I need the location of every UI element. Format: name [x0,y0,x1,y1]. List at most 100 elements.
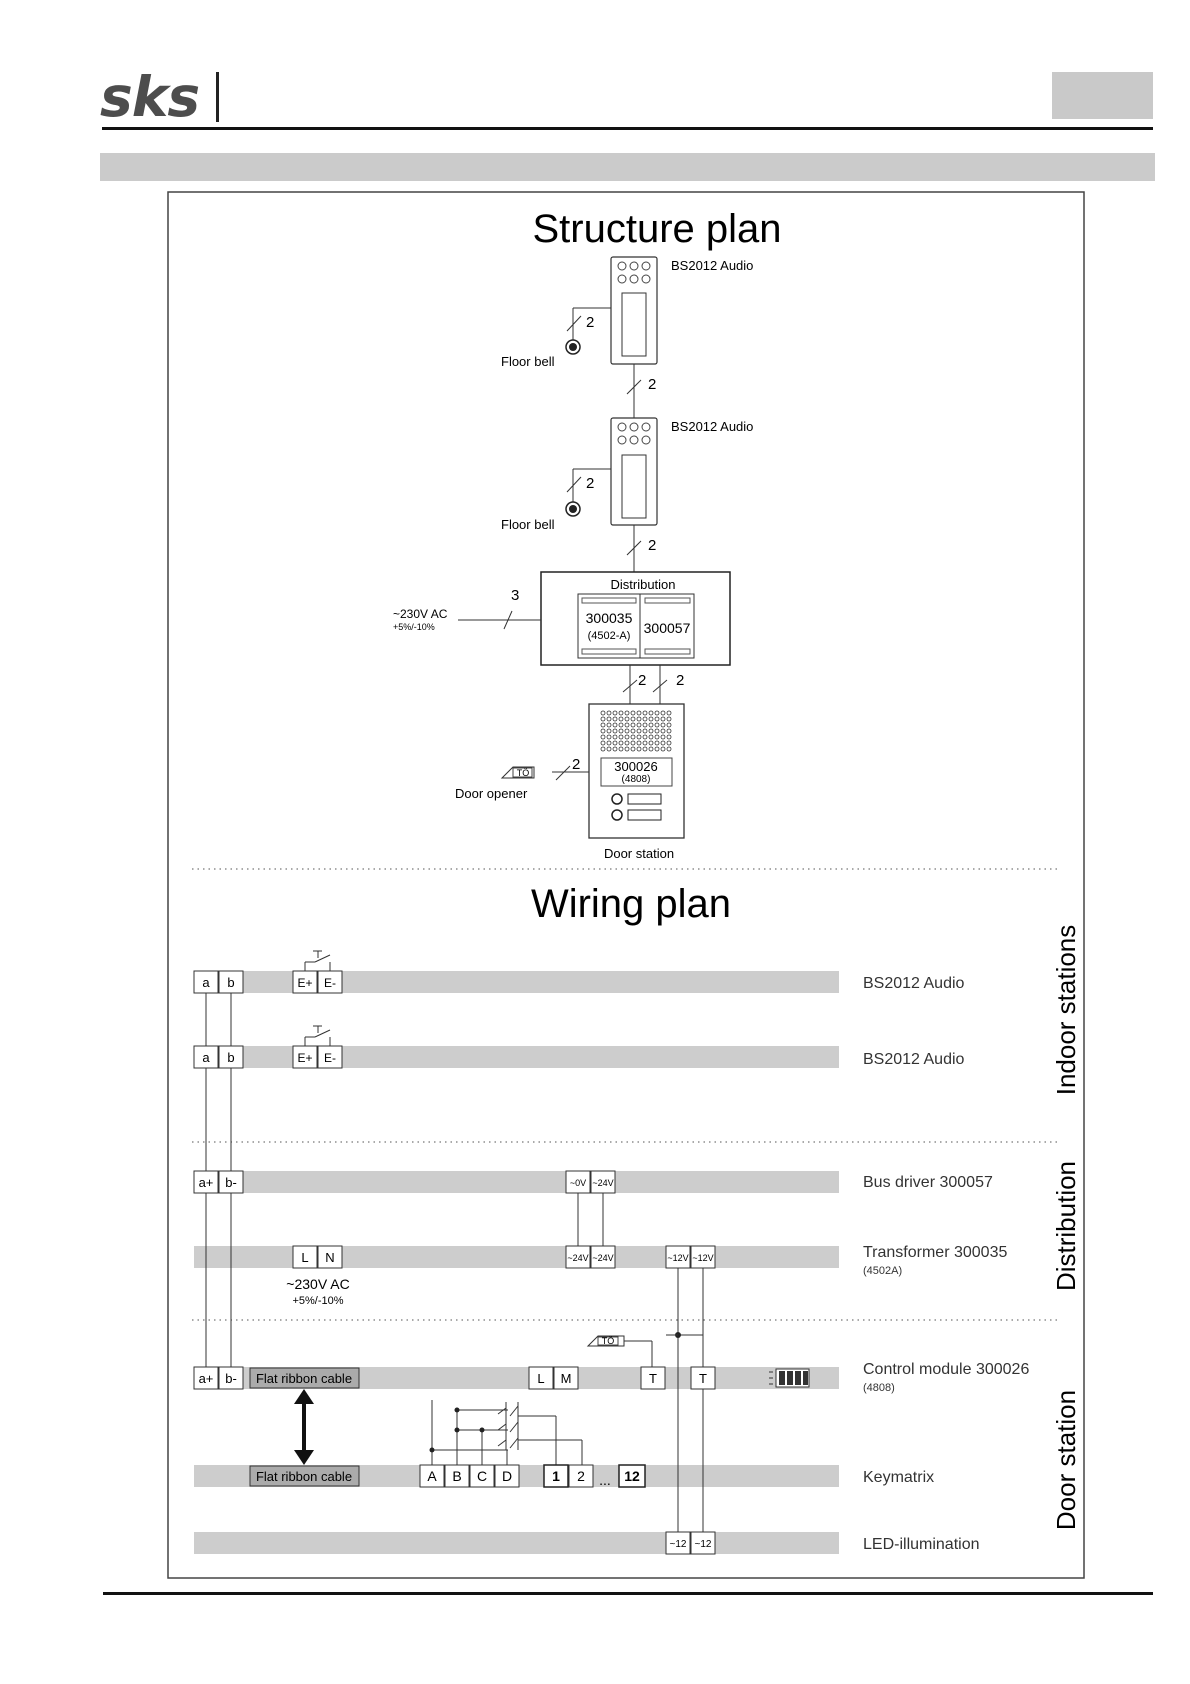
grille-hole [606,722,612,728]
grille-hole [636,746,642,752]
grille-hole [654,728,660,734]
row-label-indoor-1: BS2012 Audio [863,975,965,992]
opener-wires: 2 [572,756,580,773]
grille-hole [654,722,660,728]
terminals-bus-driver: a+ b- ~0V ~24V [193,1170,616,1194]
grille-hole [630,716,636,722]
grille-hole [666,746,672,752]
row-sublabel-transformer: (4502A) [863,1265,902,1277]
floor-bell-switch [304,950,331,971]
indoor-station-1: BS2012 Audio 2 Floor bell [501,256,753,369]
grille-hole [618,734,624,740]
terminal-a: a [202,1050,210,1065]
dist-out-wires-1: 2 [638,672,646,689]
mains-voltage: ~230V AC [393,607,448,621]
grille-hole [666,728,672,734]
door-module-subnumber: (4808) [622,774,651,785]
terminal-24v: ~24V [592,1178,613,1188]
transformer-subnumber: (4502-A) [588,630,631,642]
grille-hole [642,710,648,716]
grille-hole [606,734,612,740]
grille-hole [666,734,672,740]
indoor-2-bell-wires: 2 [586,475,594,492]
grille-hole [636,716,642,722]
terminal-c: C [477,1468,487,1484]
grille-hole [612,710,618,716]
wiring-plan-title: Wiring plan [531,882,731,926]
terminal-b-minus: b- [225,1371,237,1386]
mains-wires: 3 [511,587,519,604]
transformer-mains-tolerance: +5%/-10% [292,1295,343,1307]
grille-hole [606,728,612,734]
group-label-door: Door station [1051,1390,1081,1530]
terminal-e-plus: E+ [297,976,312,990]
indoor-link-wires: 2 [648,376,656,393]
row-label-led: LED-illumination [863,1536,980,1553]
door-station-label: Door station [604,846,674,861]
grille-hole [630,740,636,746]
grille-hole [618,746,624,752]
bar-led [194,1532,839,1554]
grille-hole [624,716,630,722]
terminal-d: D [502,1468,512,1484]
distribution-title: Distribution [610,577,675,592]
footer-rule [103,1592,1153,1595]
grille-hole [660,710,666,716]
grille-hole [600,722,606,728]
terminal-24v: ~24V [567,1253,588,1263]
grille-hole [642,716,648,722]
grille-hole [654,716,660,722]
grille-hole [618,716,624,722]
door-opener-symbol: TÖ [517,768,530,778]
grille-hole [660,740,666,746]
grille-hole [630,746,636,752]
row-sublabel-control-module: (4808) [863,1382,895,1394]
grille-hole [666,740,672,746]
terminal-12: ~12 [670,1539,687,1550]
grille-hole [606,710,612,716]
terminals-led: ~12 ~12 [665,1531,716,1555]
key-1: 1 [552,1468,560,1484]
grille-hole [648,734,654,740]
grille-hole [600,734,606,740]
grille-hole [612,740,618,746]
grille-hole [666,716,672,722]
terminal-a-plus: a+ [199,1371,214,1386]
grille-hole [636,728,642,734]
grille-hole [624,734,630,740]
grille-hole [606,746,612,752]
grille-hole [660,716,666,722]
grille-hole [636,710,642,716]
wiring-opener-symbol: TÖ [602,1336,615,1346]
terminal-12v: ~12V [692,1253,713,1263]
grille-hole [642,740,648,746]
grille-hole [642,728,648,734]
terminals-control-module: a+ b- Flat ribbon cable L M T T [193,1366,716,1390]
grille-hole [612,716,618,722]
terminal-b: b [227,975,234,990]
indoor-1-bell-wires: 2 [586,314,594,331]
grille-hole [624,740,630,746]
header-page-box [1052,72,1153,119]
grille-hole [600,710,606,716]
terminal-b: b [227,1050,234,1065]
mains-tolerance: +5%/-10% [393,622,435,632]
row-label-transformer: Transformer 300035 [863,1244,1007,1261]
door-station: 300026 (4808) Door station [588,703,685,861]
grille-hole [654,710,660,716]
grille-hole [612,734,618,740]
grille-hole [600,716,606,722]
grille-hole [624,722,630,728]
grille-hole [618,740,624,746]
grille-hole [630,710,636,716]
structure-plan-title: Structure plan [532,207,781,251]
grille-hole [606,740,612,746]
group-label-indoor: Indoor stations [1051,925,1081,1096]
grille-hole [636,734,642,740]
row-label-bus-driver: Bus driver 300057 [863,1174,993,1191]
call-button-icon [611,793,623,805]
door-module-number: 300026 [614,759,657,774]
terminals-transformer: L N ~24V ~24V ~12V ~12V [292,1245,716,1269]
grille-hole [600,746,606,752]
